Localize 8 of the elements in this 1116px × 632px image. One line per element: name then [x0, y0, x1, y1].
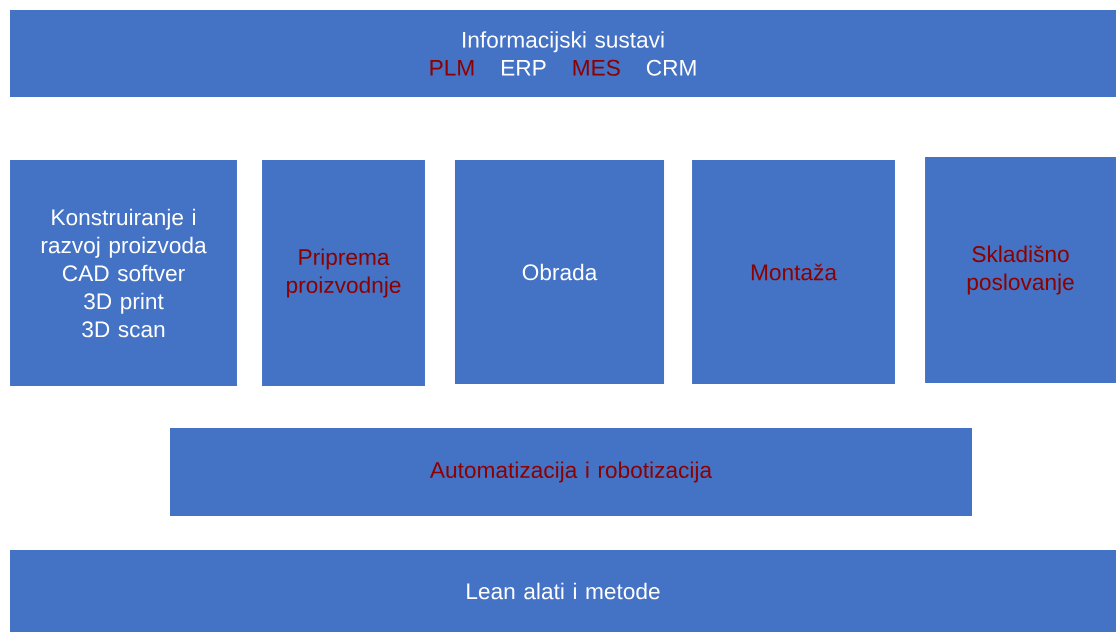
- process-band: Automatizacija i robotizacija: [170, 428, 972, 516]
- process-box: Obrada: [454, 160, 665, 384]
- process-box: Montaža: [692, 160, 895, 384]
- system-band: Informacijski sustavi PLM ERP MES CRM: [10, 10, 1116, 97]
- process-box: Skladišno poslovanje: [925, 157, 1116, 383]
- process-box: Konstruiranje i razvoj proizvoda CAD softver 3D print 3D scan: [10, 160, 237, 386]
- process-box: Priprema proizvodnje: [262, 160, 425, 386]
- process-band: Lean alati i metode: [10, 550, 1116, 632]
